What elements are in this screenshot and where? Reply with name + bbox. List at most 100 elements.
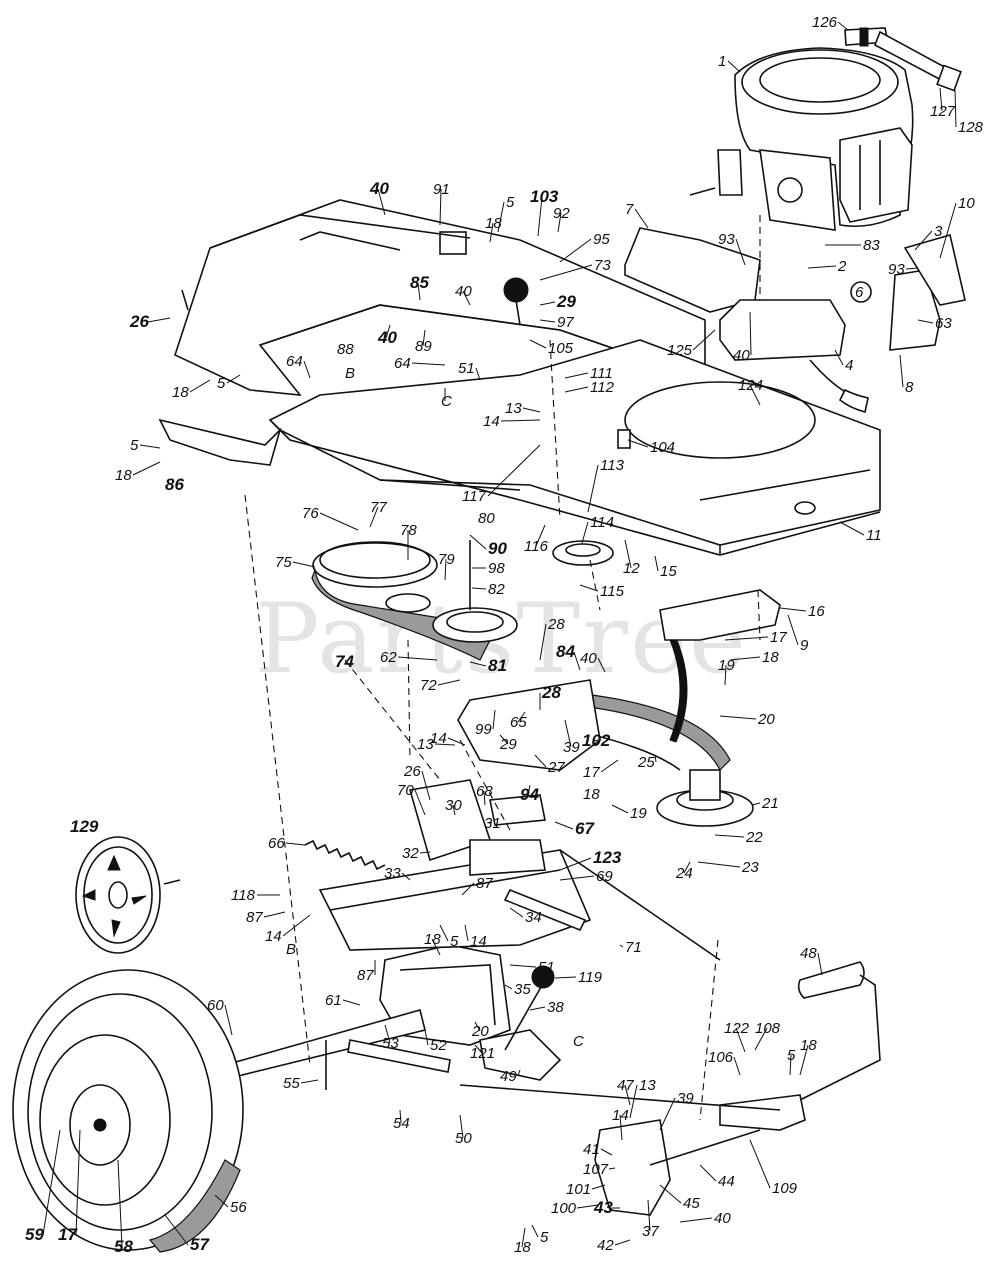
leader-line-5 [226, 374, 241, 384]
leader-line-29 [499, 734, 509, 745]
part-label-14: 14 [470, 933, 487, 950]
part-label-82: 82 [488, 581, 505, 598]
leader-line-39 [659, 1097, 676, 1131]
part-label-18: 18 [172, 384, 189, 401]
leader-line-109 [749, 1139, 771, 1189]
axle [163, 289, 327, 1090]
part-label-5: 5 [506, 194, 515, 211]
part-label-116: 116 [524, 538, 549, 555]
leader-line-40 [377, 188, 386, 216]
leader-line-52 [424, 1029, 429, 1046]
leader-line-41 [600, 1148, 613, 1156]
leader-line-62 [397, 656, 438, 661]
spring [304, 839, 386, 871]
part-label-106: 106 [708, 1049, 734, 1066]
part-label-87: 87 [476, 875, 493, 892]
leader-line-61 [342, 999, 361, 1006]
transaxle [223, 779, 592, 1081]
leader-line-56 [214, 1194, 229, 1208]
part-label-112: 112 [590, 379, 615, 396]
leader-line-117 [487, 444, 541, 497]
part-label-5: 5 [787, 1047, 796, 1064]
leader-line-20 [719, 715, 757, 720]
leader-line-10 [939, 202, 957, 259]
part-label-B: B [286, 941, 296, 958]
part-label-113: 113 [600, 457, 625, 474]
leader-line-20 [474, 1021, 481, 1032]
part-label-18: 18 [115, 467, 132, 484]
leader-line-51 [509, 964, 537, 968]
part-label-51: 51 [458, 360, 475, 377]
part-label-25: 25 [637, 754, 655, 771]
leader-line-38 [529, 1006, 546, 1011]
leader-line-91 [439, 188, 442, 226]
part-6-circle [850, 281, 872, 303]
leader-line-104 [627, 439, 649, 448]
leader-line-125 [692, 329, 716, 351]
leader-line-5 [531, 1224, 539, 1238]
leader-line-4 [834, 349, 844, 366]
part-label-30: 30 [445, 797, 462, 814]
leader-line-123 [559, 857, 592, 871]
part-label-5: 5 [450, 933, 459, 950]
part-label-7: 7 [625, 201, 634, 218]
leader-line-73 [539, 264, 593, 281]
part-label-34: 34 [525, 909, 542, 926]
part-label-67: 67 [575, 819, 595, 838]
part-label-50: 50 [455, 1130, 472, 1147]
leader-line-33 [401, 872, 411, 881]
part-label-63: 63 [935, 315, 952, 332]
muffler-assembly [844, 27, 962, 92]
part-label-65: 65 [510, 714, 527, 731]
leader-line-32 [419, 851, 431, 854]
part-label-5: 5 [217, 375, 226, 392]
part-label-33: 33 [384, 865, 401, 882]
leader-line-13 [522, 407, 541, 413]
part-label-15: 15 [660, 563, 677, 580]
leader-line-14 [464, 924, 469, 942]
part-label-26: 26 [129, 312, 149, 331]
leader-line-114 [581, 521, 589, 544]
leader-line-47 [624, 1084, 631, 1106]
leader-line-72 [437, 679, 461, 686]
part-label-31: 31 [484, 815, 501, 832]
leader-line-101 [591, 1184, 606, 1190]
leader-line-82 [471, 587, 487, 590]
part-label-104: 104 [650, 439, 675, 456]
leader-line-40 [749, 311, 752, 356]
leader-line-37 [647, 1199, 651, 1232]
part-label-45: 45 [683, 1195, 700, 1212]
part-label-29: 29 [556, 292, 576, 311]
leader-line-40 [679, 1217, 713, 1223]
leader-line-116 [535, 524, 546, 547]
leader-line-30 [452, 804, 456, 816]
part-label-77: 77 [370, 499, 387, 516]
leader-line-34 [509, 907, 524, 918]
leader-line-14 [500, 419, 541, 422]
alignment-lines [244, 215, 761, 1121]
hub-cap [75, 836, 161, 954]
part-label-18: 18 [800, 1037, 817, 1054]
leader-line-18 [489, 222, 494, 243]
part-label-62: 62 [380, 649, 397, 666]
part-label-93: 93 [888, 261, 905, 278]
leader-line-17 [724, 636, 769, 641]
leader-line-87 [263, 911, 286, 918]
part-label-75: 75 [275, 554, 292, 571]
leader-line-40 [462, 290, 471, 306]
part-label-107: 107 [583, 1161, 609, 1178]
leader-line-112 [564, 386, 589, 393]
leader-line-21 [751, 802, 761, 806]
part-label-6: 6 [855, 284, 864, 301]
part-label-21: 21 [761, 795, 779, 812]
part-label-98: 98 [488, 560, 505, 577]
part-label-101: 101 [566, 1181, 591, 1198]
part-label-42: 42 [597, 1237, 614, 1254]
leader-line-121 [474, 1044, 483, 1054]
leader-line-85 [417, 282, 421, 301]
part-label-89: 89 [415, 338, 432, 355]
part-label-100: 100 [551, 1200, 577, 1217]
part-label-109: 109 [772, 1180, 798, 1197]
part-label-14: 14 [430, 730, 447, 747]
leader-line-60 [224, 1004, 233, 1036]
